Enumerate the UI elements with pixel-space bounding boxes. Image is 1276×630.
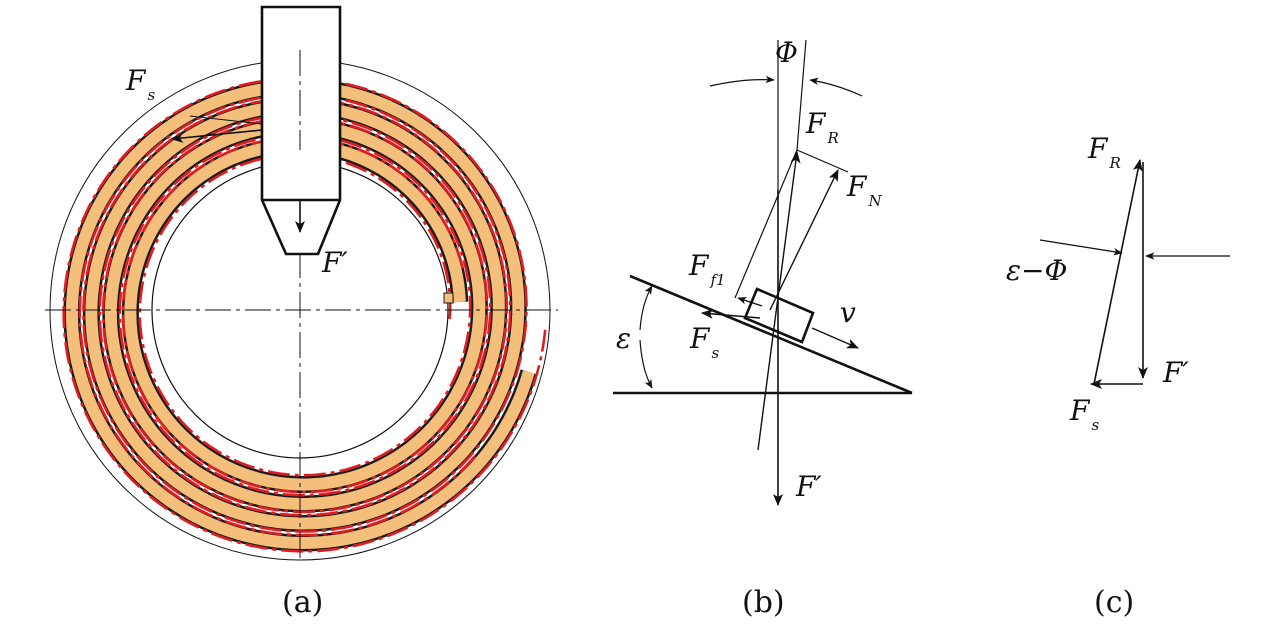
phi-angle-arc-left	[709, 75, 775, 87]
caption-c: (c)	[1094, 585, 1134, 620]
outer-trace-line	[62, 77, 547, 553]
force-ff1-arrow-b	[737, 297, 763, 307]
phi-angle-arc-right	[809, 77, 863, 97]
label-fprime-c: F′	[1162, 356, 1189, 389]
angle-arrow-left-c	[1039, 239, 1123, 256]
epsilon-angle-arc-down	[639, 339, 653, 389]
parallelogram-edge-2	[734, 149, 798, 299]
velocity-arrow-b	[811, 327, 859, 349]
force-fs-arrow-a	[171, 129, 263, 143]
pressing-tool	[260, 5, 342, 256]
label-fprime-b: F′	[795, 470, 822, 503]
force-fs-guide-a	[189, 115, 263, 125]
label-v-b: v	[840, 296, 856, 329]
parallelogram-edge-1	[796, 149, 849, 173]
force-fr-arrow-c	[1093, 159, 1143, 385]
spiral-strip-core	[65, 80, 535, 550]
caption-a: (a)	[282, 585, 323, 620]
label-fprime-a: F′	[321, 246, 348, 279]
epsilon-angle-arc-up	[639, 285, 653, 331]
strip-end-marker	[443, 292, 454, 304]
tilted-reference-line	[796, 39, 807, 151]
caption-b: (b)	[742, 585, 785, 620]
force-fr-arrow-b	[757, 151, 801, 451]
label-phi-b: Φ	[775, 36, 798, 69]
label-eps-b: ε	[616, 322, 631, 355]
force-fn-arrow-b	[769, 169, 839, 311]
force-fs-arrow-b	[701, 308, 761, 319]
label-eps-phi-c: ε−Φ	[1006, 254, 1067, 287]
sliding-block	[743, 287, 815, 344]
incline-surface	[629, 274, 913, 395]
